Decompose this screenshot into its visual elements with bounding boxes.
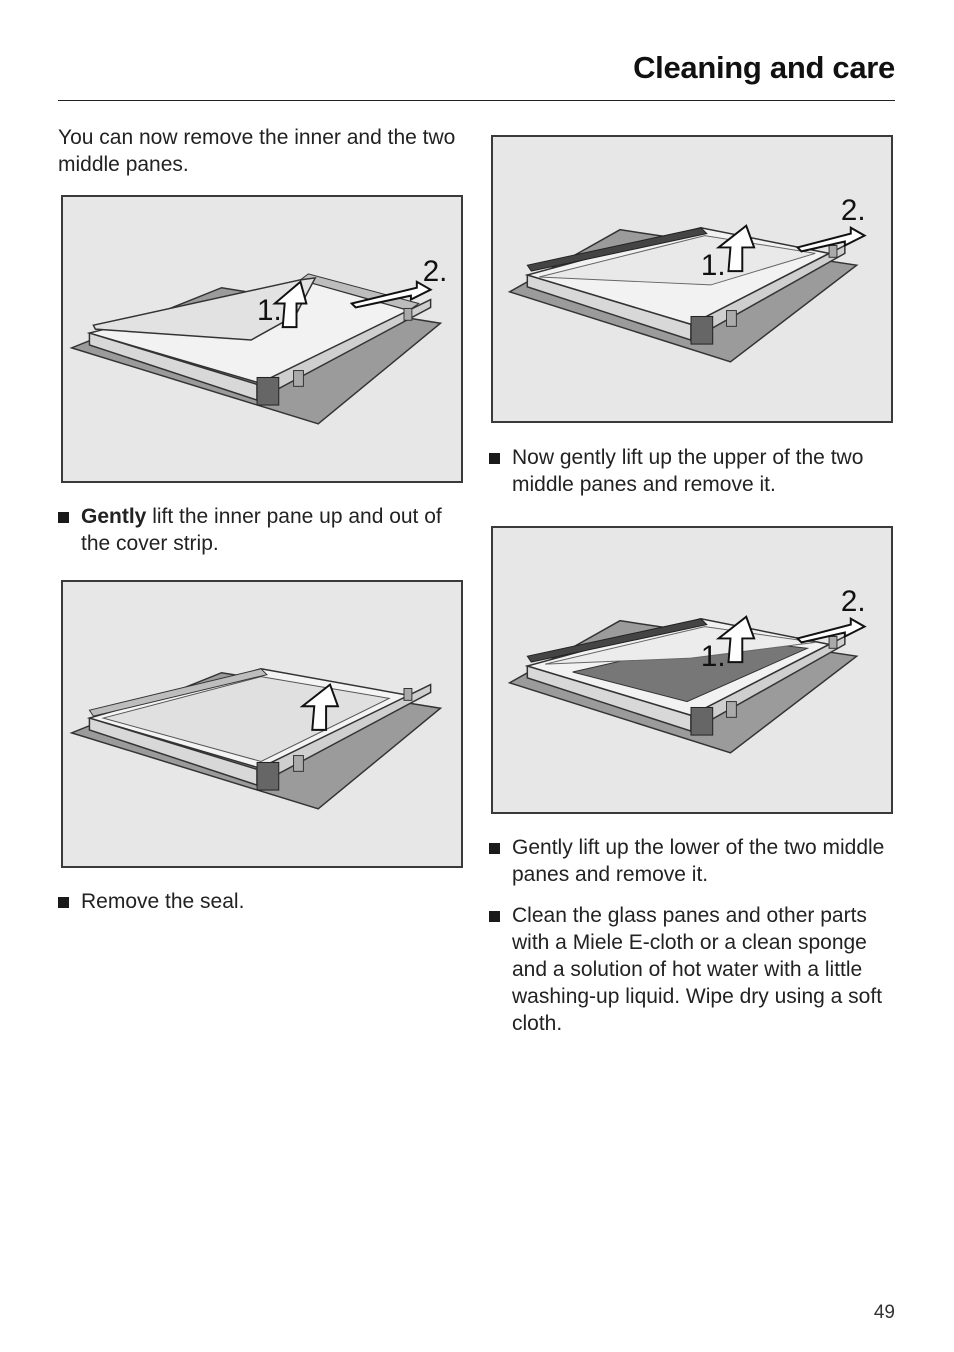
figure-upper-middle-pane: 1. 2. <box>491 135 893 423</box>
header-rule <box>58 100 895 101</box>
step-2-label: 2. <box>841 585 866 618</box>
step-2-label: 2. <box>423 255 448 288</box>
page-title: Cleaning and care <box>633 50 895 85</box>
intro-text: You can now remove the inner and the two… <box>58 126 456 176</box>
door-illustration: 1. 2. <box>507 194 867 363</box>
bullet-text: Now gently lift up the upper of the two … <box>512 446 864 496</box>
figure-lift-inner-pane: 1. 2. <box>61 195 463 483</box>
step-1-label: 1. <box>701 249 726 282</box>
bullet-remove-seal: Remove the seal. <box>58 888 458 918</box>
bullet-square-icon <box>489 843 500 854</box>
page-number: 49 <box>873 1302 895 1323</box>
bullet-text: Clean the glass panes and other parts wi… <box>512 904 883 1035</box>
bullet-upper-pane: Now gently lift up the upper of the two … <box>489 444 889 504</box>
step-2-label: 2. <box>841 194 866 227</box>
door-illustration: 1. 2. <box>507 585 867 754</box>
door-illustration <box>69 668 443 810</box>
bullet-square-icon <box>489 911 500 922</box>
bullet-lower-pane: Gently lift up the lower of the two midd… <box>489 834 889 894</box>
step-1-label: 1. <box>257 294 282 327</box>
bullet-text: Gently lift up the lower of the two midd… <box>512 836 885 886</box>
door-illustration: 1. 2. <box>69 255 448 425</box>
bullet-text-rest: lift the inner pane up and out of the co… <box>81 505 442 555</box>
figure-remove-seal <box>61 580 463 868</box>
bullet-text: Gently lift the inner pane up and out of… <box>81 503 458 557</box>
step-1-label: 1. <box>701 640 726 673</box>
emphasis-gently: Gently <box>81 505 147 528</box>
bullet-gently-lift: Gently lift the inner pane up and out of… <box>58 503 458 563</box>
bullet-clean-panes: Clean the glass panes and other parts wi… <box>489 902 889 1042</box>
bullet-square-icon <box>489 453 500 464</box>
bullet-square-icon <box>58 897 69 908</box>
bullet-text: Remove the seal. <box>81 890 245 913</box>
bullet-square-icon <box>58 512 69 523</box>
figure-lower-middle-pane: 1. 2. <box>491 526 893 814</box>
